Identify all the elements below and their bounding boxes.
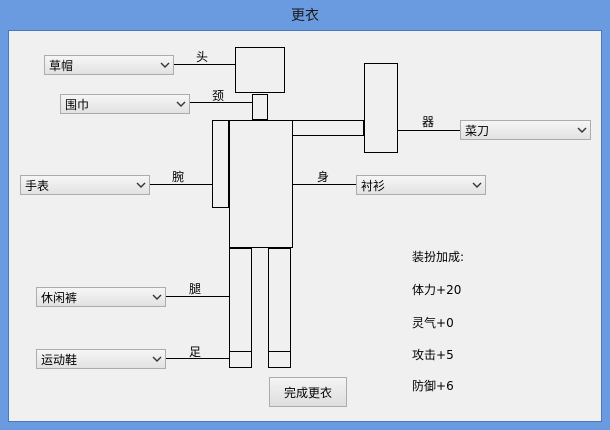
stat-attack: 攻击+5 — [412, 346, 454, 363]
finish-dressing-button[interactable]: 完成更衣 — [269, 377, 347, 407]
weapon-select[interactable]: 菜刀 — [460, 120, 591, 140]
body-select-value: 衬衫 — [361, 178, 386, 193]
wrist-connector — [148, 184, 212, 185]
chevron-down-icon — [574, 121, 590, 139]
figure-left-leg — [229, 248, 252, 368]
wrist-label: 腕 — [172, 170, 185, 184]
wrist-select[interactable]: 手表 — [20, 175, 150, 195]
stat-value: +6 — [436, 379, 454, 393]
figure-torso — [229, 120, 293, 248]
figure-right-leg — [268, 248, 291, 368]
weapon-connector — [398, 130, 461, 131]
head-select[interactable]: 草帽 — [44, 55, 174, 75]
stat-stamina: 体力+20 — [412, 281, 461, 298]
chevron-down-icon — [133, 176, 149, 194]
neck-select[interactable]: 围巾 — [60, 94, 190, 114]
figure-left-foot — [229, 351, 252, 368]
weapon-label: 器 — [422, 115, 435, 129]
legs-label: 腿 — [189, 282, 202, 296]
window-title: 更衣 — [291, 8, 319, 24]
stat-defense: 防御+6 — [412, 377, 454, 394]
figure-weapon — [364, 63, 398, 153]
head-connector — [172, 64, 235, 65]
head-select-value: 草帽 — [49, 58, 74, 73]
figure-head — [235, 47, 285, 93]
stat-value: +0 — [436, 316, 454, 330]
legs-select-value: 休闲裤 — [41, 290, 78, 305]
stats-heading: 装扮加成: — [412, 250, 465, 264]
body-select[interactable]: 衬衫 — [356, 175, 486, 195]
body-label: 身 — [317, 170, 330, 184]
stat-name: 攻击 — [412, 348, 437, 362]
client-area: 头 颈 腕 身 器 腿 足 草帽 围巾 手表 衬衫 菜刀 休闲裤 — [8, 30, 602, 422]
figure-neck — [252, 94, 268, 120]
legs-connector — [164, 296, 229, 297]
feet-select[interactable]: 运动鞋 — [36, 349, 166, 369]
stat-value: +5 — [436, 348, 454, 362]
feet-select-value: 运动鞋 — [41, 352, 78, 367]
stat-name: 灵气 — [412, 316, 437, 330]
feet-connector — [164, 358, 229, 359]
wrist-select-value: 手表 — [25, 178, 50, 193]
chevron-down-icon — [469, 176, 485, 194]
chevron-down-icon — [157, 56, 173, 74]
title-bar: 更衣 — [0, 0, 610, 30]
stat-spirit: 灵气+0 — [412, 314, 454, 331]
stat-name: 体力 — [412, 283, 437, 297]
neck-connector — [188, 102, 252, 103]
neck-select-value: 围巾 — [65, 97, 90, 112]
head-label: 头 — [196, 50, 209, 64]
stat-value: +20 — [436, 283, 462, 297]
feet-label: 足 — [189, 345, 202, 359]
figure-right-foot — [268, 351, 291, 368]
body-connector — [293, 184, 359, 185]
weapon-select-value: 菜刀 — [465, 123, 490, 138]
legs-select[interactable]: 休闲裤 — [36, 287, 166, 307]
figure-left-arm — [212, 120, 229, 208]
chevron-down-icon — [173, 95, 189, 113]
neck-label: 颈 — [212, 89, 225, 103]
stat-name: 防御 — [412, 379, 437, 393]
chevron-down-icon — [149, 350, 165, 368]
chevron-down-icon — [149, 288, 165, 306]
figure-right-arm — [292, 120, 364, 136]
